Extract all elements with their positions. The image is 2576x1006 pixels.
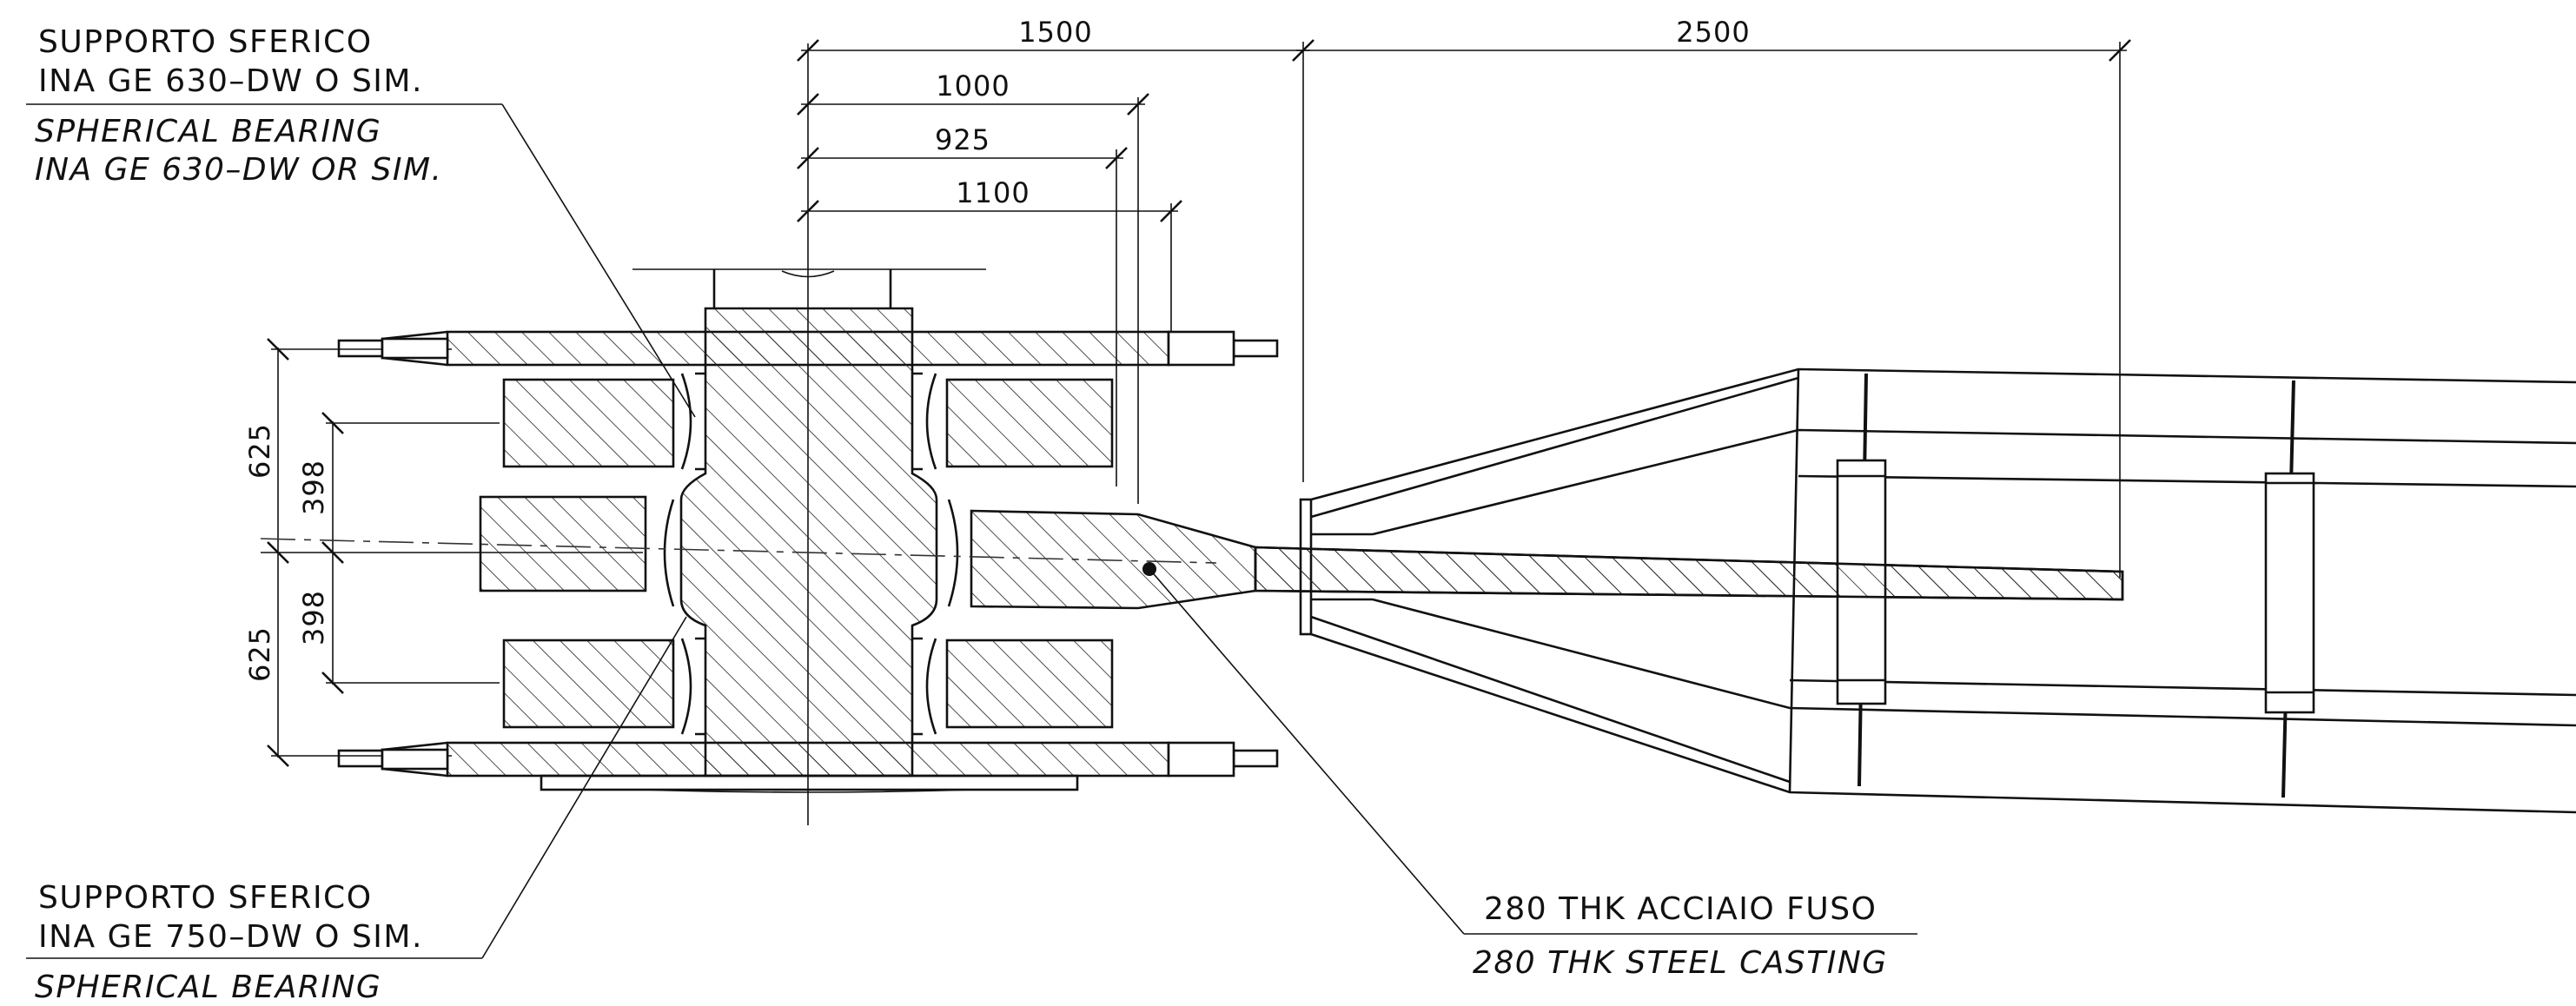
dim-2500: 2500 bbox=[1676, 16, 1750, 49]
dim-1100: 1100 bbox=[956, 176, 1030, 209]
top-bearing-label-en-1: SPHERICAL BEARING bbox=[35, 114, 381, 149]
top-dimensions bbox=[797, 39, 2131, 825]
top-bearing-label-it-1: SUPPORTO SFERICO bbox=[38, 24, 373, 60]
bottom-bearing-label-it-1: SUPPORTO SFERICO bbox=[38, 880, 373, 916]
casting-label-en: 280 THK STEEL CASTING bbox=[1473, 945, 1888, 981]
bottom-bearing-label-en-1: SPHERICAL BEARING bbox=[35, 970, 381, 1005]
dim-1500: 1500 bbox=[1018, 16, 1092, 49]
dim-398-bottom: 398 bbox=[297, 590, 330, 645]
pin-assembly bbox=[260, 268, 1279, 793]
dim-925: 925 bbox=[935, 123, 990, 156]
leader-lines bbox=[26, 103, 1917, 959]
casting-label-it: 280 THK ACCIAIO FUSO bbox=[1484, 891, 1877, 927]
dim-1000: 1000 bbox=[936, 69, 1010, 103]
dim-398-top: 398 bbox=[297, 460, 330, 515]
dim-625-bottom: 625 bbox=[243, 626, 276, 682]
dim-625-top: 625 bbox=[243, 423, 276, 479]
bottom-bearing-label-it-2: INA GE 750–DW O SIM. bbox=[38, 919, 423, 955]
top-bearing-label-it-2: INA GE 630–DW O SIM. bbox=[38, 63, 423, 99]
box-girder bbox=[1254, 367, 2576, 814]
top-bearing-label-en-2: INA GE 630–DW OR SIM. bbox=[35, 152, 442, 188]
